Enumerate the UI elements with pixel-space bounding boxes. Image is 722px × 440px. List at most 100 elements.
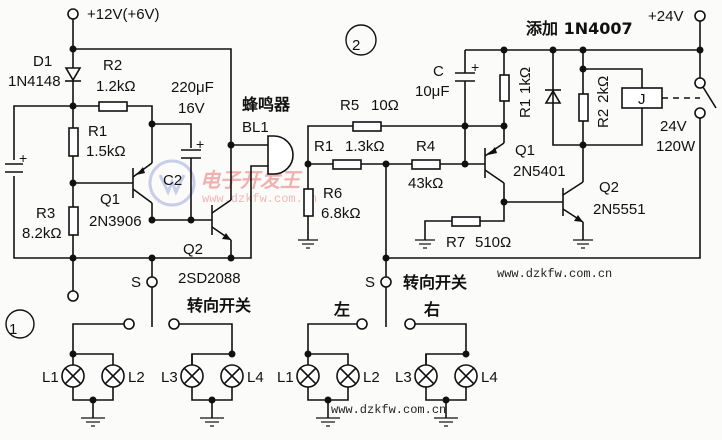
lamp-pair-c2-2: L3 L4 bbox=[395, 323, 498, 427]
lamp-pair-c1-2: L3 L4 bbox=[161, 323, 264, 427]
lamp-l2-c2 bbox=[336, 364, 360, 388]
switch-s-terminal-c2 bbox=[380, 276, 392, 288]
lamp-l4-c2 bbox=[454, 364, 478, 388]
resistor-r1-c1 bbox=[68, 127, 79, 157]
resistor-r5 bbox=[352, 121, 382, 132]
load-power: 120W bbox=[656, 138, 696, 155]
switch-contact-right-c1 bbox=[168, 318, 180, 330]
q2-c2-part: 2N5551 bbox=[593, 201, 646, 218]
r2-value: 1.2kΩ bbox=[96, 78, 136, 95]
ground-icon bbox=[434, 417, 458, 427]
switch-right-label: 右 bbox=[424, 300, 440, 319]
resistor-r4 bbox=[411, 159, 441, 170]
lamp-l2-c1 bbox=[101, 364, 125, 388]
q2-c1-label: Q2 bbox=[183, 241, 203, 258]
r2-c2-label: R22kΩ bbox=[595, 76, 612, 128]
supply-terminal-12v bbox=[67, 8, 79, 20]
ground-r7 bbox=[415, 239, 435, 249]
resistor-r6 bbox=[303, 188, 314, 217]
r1-1k3-value: 1.3kΩ bbox=[345, 138, 385, 155]
r7-value: 510Ω bbox=[475, 234, 511, 251]
switch-contact-right-c2 bbox=[404, 318, 416, 330]
lamp-l1-c1 bbox=[61, 364, 85, 388]
resistor-r1-1k3 bbox=[332, 159, 362, 170]
c2-voltage: 16V bbox=[178, 100, 205, 117]
transistor-q2-2sd2088 bbox=[211, 145, 232, 258]
ground-icon bbox=[81, 417, 105, 427]
c-label: C bbox=[433, 63, 444, 80]
supply-label-24v: +24V bbox=[648, 8, 683, 25]
q1-c1-label: Q1 bbox=[100, 191, 120, 208]
capacitor-left bbox=[5, 163, 23, 173]
terminal-c1-bottom bbox=[67, 290, 79, 302]
lamp-l1-c2 bbox=[296, 364, 320, 388]
watermark-url-right: www.dzkfw.com.cn bbox=[497, 267, 612, 281]
load-voltage: 24V bbox=[660, 118, 687, 135]
q1-c2-part: 2N5401 bbox=[513, 163, 566, 180]
lamp-label: L3 bbox=[395, 369, 412, 386]
r7-label: R7 bbox=[446, 234, 465, 251]
lamp-pair-c1-1: L1 L2 bbox=[42, 323, 145, 427]
switch-label-c1: 转向开关 bbox=[187, 296, 251, 315]
ground-icon bbox=[316, 417, 340, 427]
transistor-q1-2n3906 bbox=[73, 124, 153, 220]
r6-value: 6.8kΩ bbox=[321, 205, 361, 222]
ground-q2 bbox=[573, 239, 593, 249]
r1-c2-label: R11kΩ bbox=[517, 67, 534, 118]
q2-c2-label: Q2 bbox=[599, 179, 619, 196]
buzzer-name: 蜂鸣器 bbox=[242, 95, 291, 114]
c-value: 10μF bbox=[415, 83, 450, 100]
q2-c1-part: 2SD2088 bbox=[178, 270, 241, 287]
r3-label: R3 bbox=[36, 205, 55, 222]
r5-value: 10Ω bbox=[371, 97, 399, 114]
ground-icon bbox=[200, 417, 224, 427]
lamp-label: L4 bbox=[481, 369, 498, 386]
supply-label-12v: +12V(+6V) bbox=[87, 6, 160, 23]
r2-label: R2 bbox=[103, 57, 122, 74]
d1-part: 1N4148 bbox=[8, 73, 61, 90]
lamp-l3-c1 bbox=[180, 364, 204, 388]
c2-label: C2 bbox=[163, 172, 182, 189]
r4-value: 43kΩ bbox=[408, 175, 443, 192]
r3-value: 8.2kΩ bbox=[22, 225, 62, 242]
lamp-label: L1 bbox=[42, 369, 59, 386]
added-diode-note: 添加 1N4007 bbox=[526, 19, 633, 38]
relay-contact-bottom bbox=[694, 107, 706, 119]
resistor-r2 bbox=[98, 101, 128, 112]
diode-d1 bbox=[64, 49, 82, 106]
resistor-r3 bbox=[68, 206, 79, 236]
lamp-l3-c2 bbox=[414, 364, 438, 388]
lamp-label: L2 bbox=[128, 369, 145, 386]
watermark-url-bottom: www.dzkfw.com.cn bbox=[331, 403, 446, 417]
r4-label: R4 bbox=[416, 138, 435, 155]
lamp-label: L4 bbox=[247, 369, 264, 386]
r1-1k3-label: R1 bbox=[314, 138, 333, 155]
lamp-label: L1 bbox=[277, 369, 294, 386]
r6-label: R6 bbox=[323, 185, 342, 202]
relay-label: J bbox=[638, 91, 646, 108]
lamp-label: L3 bbox=[161, 369, 178, 386]
relay-switch-arm bbox=[702, 86, 717, 109]
switch-label-c2: 转向开关 bbox=[403, 273, 467, 292]
d1-label: D1 bbox=[33, 53, 52, 70]
circuit-marker-1: 1 bbox=[9, 321, 17, 338]
c2-value: 220μF bbox=[171, 79, 214, 96]
capacitor-left-plus: + bbox=[19, 150, 27, 166]
r5-label: R5 bbox=[340, 97, 359, 114]
watermark-url-top: www.dzkfw.com.cn bbox=[202, 192, 317, 206]
resistor-r2-c2 bbox=[578, 93, 589, 122]
switch-contact-left-c1 bbox=[123, 318, 135, 330]
switch-s-terminal-c1 bbox=[146, 276, 158, 288]
switch-left-label: 左 bbox=[333, 300, 350, 319]
switch-s-label-c1: S bbox=[131, 274, 141, 291]
r1-c1-value: 1.5kΩ bbox=[86, 143, 126, 160]
c2-plus: + bbox=[196, 136, 204, 152]
q1-c1-part: 2N3906 bbox=[89, 213, 142, 230]
relay-contact-top bbox=[694, 77, 706, 89]
circuit-marker-2: 2 bbox=[352, 37, 360, 54]
buzzer-ref: BL1 bbox=[242, 119, 269, 136]
